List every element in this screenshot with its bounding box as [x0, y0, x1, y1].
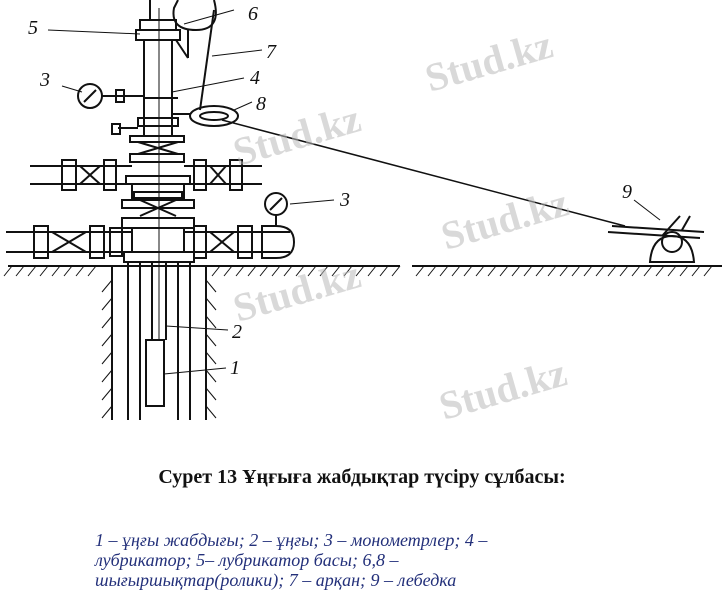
wellhead-base: [121, 175, 195, 263]
top-pulley: [172, 0, 217, 59]
winch: [607, 215, 705, 263]
label-8: 8: [256, 93, 266, 115]
upper-side-outlet-right: [184, 159, 262, 191]
watermark-layer: Stud.kz Stud.kz Stud.kz Stud.kz Stud.kz: [228, 22, 573, 429]
label-1: 1: [230, 357, 240, 379]
label-2: 2: [232, 321, 242, 343]
watermark-text: Stud.kz: [434, 350, 571, 429]
lubricator-head: [135, 0, 181, 41]
master-valves: [129, 135, 185, 217]
lower-side-outlet-left: [6, 225, 132, 259]
well-equipment-diagram: 5 6 7 3 4 8 3 9 2 1 Stud.kz Stud.kz Stud…: [3, 0, 722, 429]
lubricator: [111, 40, 179, 136]
borehole: [101, 262, 217, 420]
figure-caption: Сурет 13 Ұңғыға жабдықтар түсіру сұлбасы…: [158, 466, 566, 488]
label-7: 7: [266, 41, 277, 63]
label-3-lower: 3: [339, 189, 350, 211]
label-9: 9: [622, 181, 632, 203]
wire-rope: [199, 9, 215, 111]
wire-rope-lower: [221, 119, 626, 227]
label-5: 5: [28, 17, 38, 39]
leader-lines: [47, 9, 661, 375]
watermark-text: Stud.kz: [228, 252, 365, 331]
legend-line: 1 – ұңғы жабдығы; 2 – ұңғы; 3 – монометр…: [95, 530, 488, 550]
legend-line: лубрикатор; 5– лубрикатор басы; 6,8 –: [95, 550, 399, 570]
lower-side-outlet-right: [184, 214, 296, 259]
bottom-pulley: [172, 105, 239, 127]
label-4: 4: [250, 67, 260, 89]
label-3-upper: 3: [39, 69, 50, 91]
downhole-tool: [145, 339, 165, 407]
ground-surface: [3, 265, 722, 277]
legend-line: шығыршықтар(ролики); 7 – арқан; 9 – лебе…: [95, 570, 457, 590]
upper-side-outlet-left: [30, 159, 132, 191]
manometer-upper: [77, 83, 144, 109]
figure-legend: 1 – ұңғы жабдығы; 2 – ұңғы; 3 – монометр…: [95, 530, 615, 590]
manometer-lower: [264, 192, 288, 216]
watermark-text: Stud.kz: [228, 96, 365, 175]
label-6: 6: [248, 3, 258, 25]
watermark-text: Stud.kz: [420, 22, 557, 101]
watermark-text: Stud.kz: [436, 180, 573, 259]
